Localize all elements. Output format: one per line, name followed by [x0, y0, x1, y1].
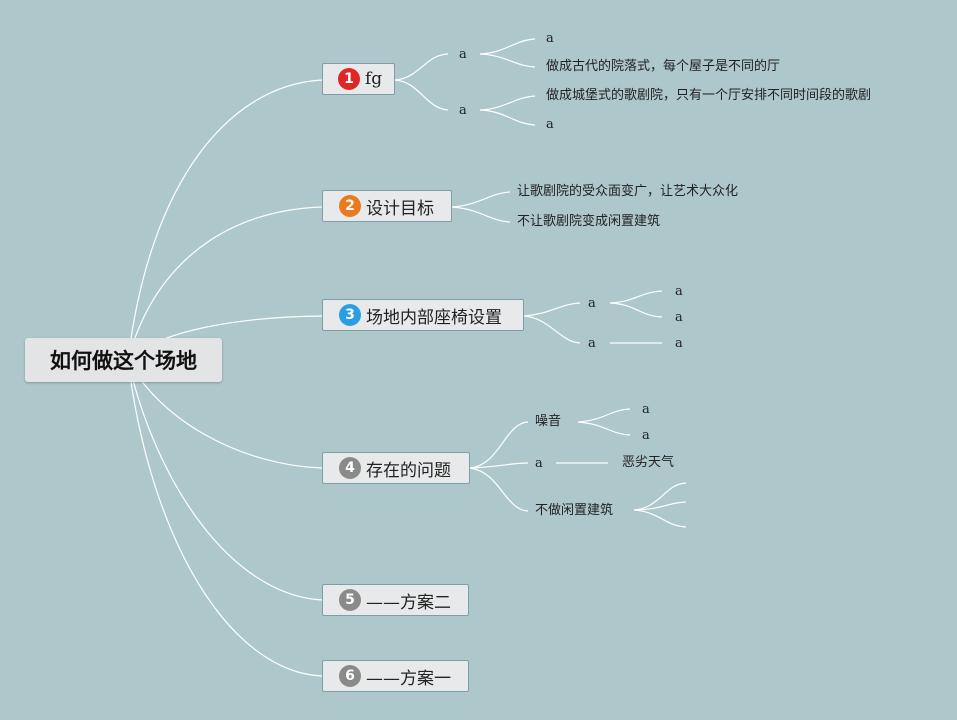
branch-4[interactable]: 4 存在的问题 — [322, 452, 470, 484]
root-topic[interactable]: 如何做这个场地 — [25, 338, 222, 382]
link-b4-c1-g1 — [577, 408, 631, 423]
number-3-icon: 3 — [339, 304, 361, 326]
link-b2-c1 — [451, 191, 511, 208]
link-b4-c3-g2 — [633, 501, 687, 511]
branch-5-label: ——方案二 — [366, 592, 451, 613]
branch-1-child-2-sub-1[interactable]: 做成城堡式的歌剧院，只有一个厅安排不同时间段的歌剧 — [546, 88, 872, 103]
branch-1-child-2[interactable]: a — [459, 103, 467, 118]
link-b4-c1 — [469, 421, 529, 469]
link-b1-c2 — [394, 79, 449, 111]
link-b3-c2 — [523, 315, 581, 344]
root-topic-label: 如何做这个场地 — [50, 349, 197, 373]
branch-3-child-1-sub-2[interactable]: a — [675, 310, 683, 325]
link-b1-c1-g2 — [479, 53, 536, 68]
branch-4-label: 存在的问题 — [366, 460, 451, 481]
branch-3-child-2[interactable]: a — [588, 336, 596, 351]
branch-4-child-2[interactable]: a — [535, 456, 543, 471]
branch-2[interactable]: 2 设计目标 — [322, 190, 452, 222]
link-b4-c3-g1 — [633, 482, 687, 511]
branch-4-child-1-sub-2[interactable]: a — [642, 428, 650, 443]
branch-1-child-1[interactable]: a — [459, 47, 467, 62]
number-4-icon: 4 — [339, 457, 361, 479]
branch-6-label: ——方案一 — [366, 668, 451, 689]
branch-2-label: 设计目标 — [366, 198, 434, 219]
link-b3-c1-g2 — [609, 302, 663, 318]
branch-4-child-2-sub-1[interactable]: 恶劣天气 — [622, 455, 675, 470]
link-b3-c1 — [523, 302, 581, 317]
branch-3-child-1[interactable]: a — [588, 296, 596, 311]
branch-1[interactable]: 1 fg — [322, 63, 395, 95]
link-b4-c2 — [469, 462, 529, 469]
link-b1-c2-g1 — [479, 95, 536, 111]
branch-2-child-2[interactable]: 不让歌剧院变成闲置建筑 — [517, 214, 661, 229]
link-b1-c2-g2 — [479, 109, 536, 126]
branch-1-child-1-sub-1[interactable]: a — [546, 31, 554, 46]
number-5-icon: 5 — [339, 589, 361, 611]
branch-3[interactable]: 3 场地内部座椅设置 — [322, 299, 524, 331]
number-1-icon: 1 — [338, 68, 360, 90]
link-b1-c1-g1 — [479, 38, 536, 55]
branch-3-label: 场地内部座椅设置 — [366, 307, 502, 328]
link-b3-c1-g1 — [609, 290, 663, 304]
link-b1-c1 — [394, 53, 449, 81]
link-root-b5 — [127, 359, 323, 601]
branch-4-child-1-sub-1[interactable]: a — [642, 402, 650, 417]
link-b2-c2 — [451, 206, 511, 223]
branch-2-child-1[interactable]: 让歌剧院的受众面变广，让艺术大众化 — [517, 184, 739, 199]
link-b4-c3 — [469, 467, 529, 512]
branch-3-child-2-sub-1[interactable]: a — [675, 336, 683, 351]
branch-1-child-1-sub-2[interactable]: 做成古代的院落式，每个屋子是不同的厅 — [546, 59, 781, 74]
link-root-b1 — [127, 79, 323, 361]
branch-3-child-1-sub-1[interactable]: a — [675, 284, 683, 299]
link-b4-c1-g2 — [577, 421, 631, 436]
link-root-b6 — [127, 359, 323, 677]
branch-6[interactable]: 6 ——方案一 — [322, 660, 469, 692]
branch-1-child-2-sub-2[interactable]: a — [546, 117, 554, 132]
link-root-b2 — [127, 206, 323, 361]
branch-5[interactable]: 5 ——方案二 — [322, 584, 469, 616]
branch-4-child-1[interactable]: 噪音 — [535, 414, 562, 429]
branch-4-child-3[interactable]: 不做闲置建筑 — [535, 503, 614, 518]
number-6-icon: 6 — [339, 665, 361, 687]
number-2-icon: 2 — [339, 195, 361, 217]
link-b4-c3-g3 — [633, 509, 687, 528]
branch-1-label: fg — [365, 69, 383, 89]
